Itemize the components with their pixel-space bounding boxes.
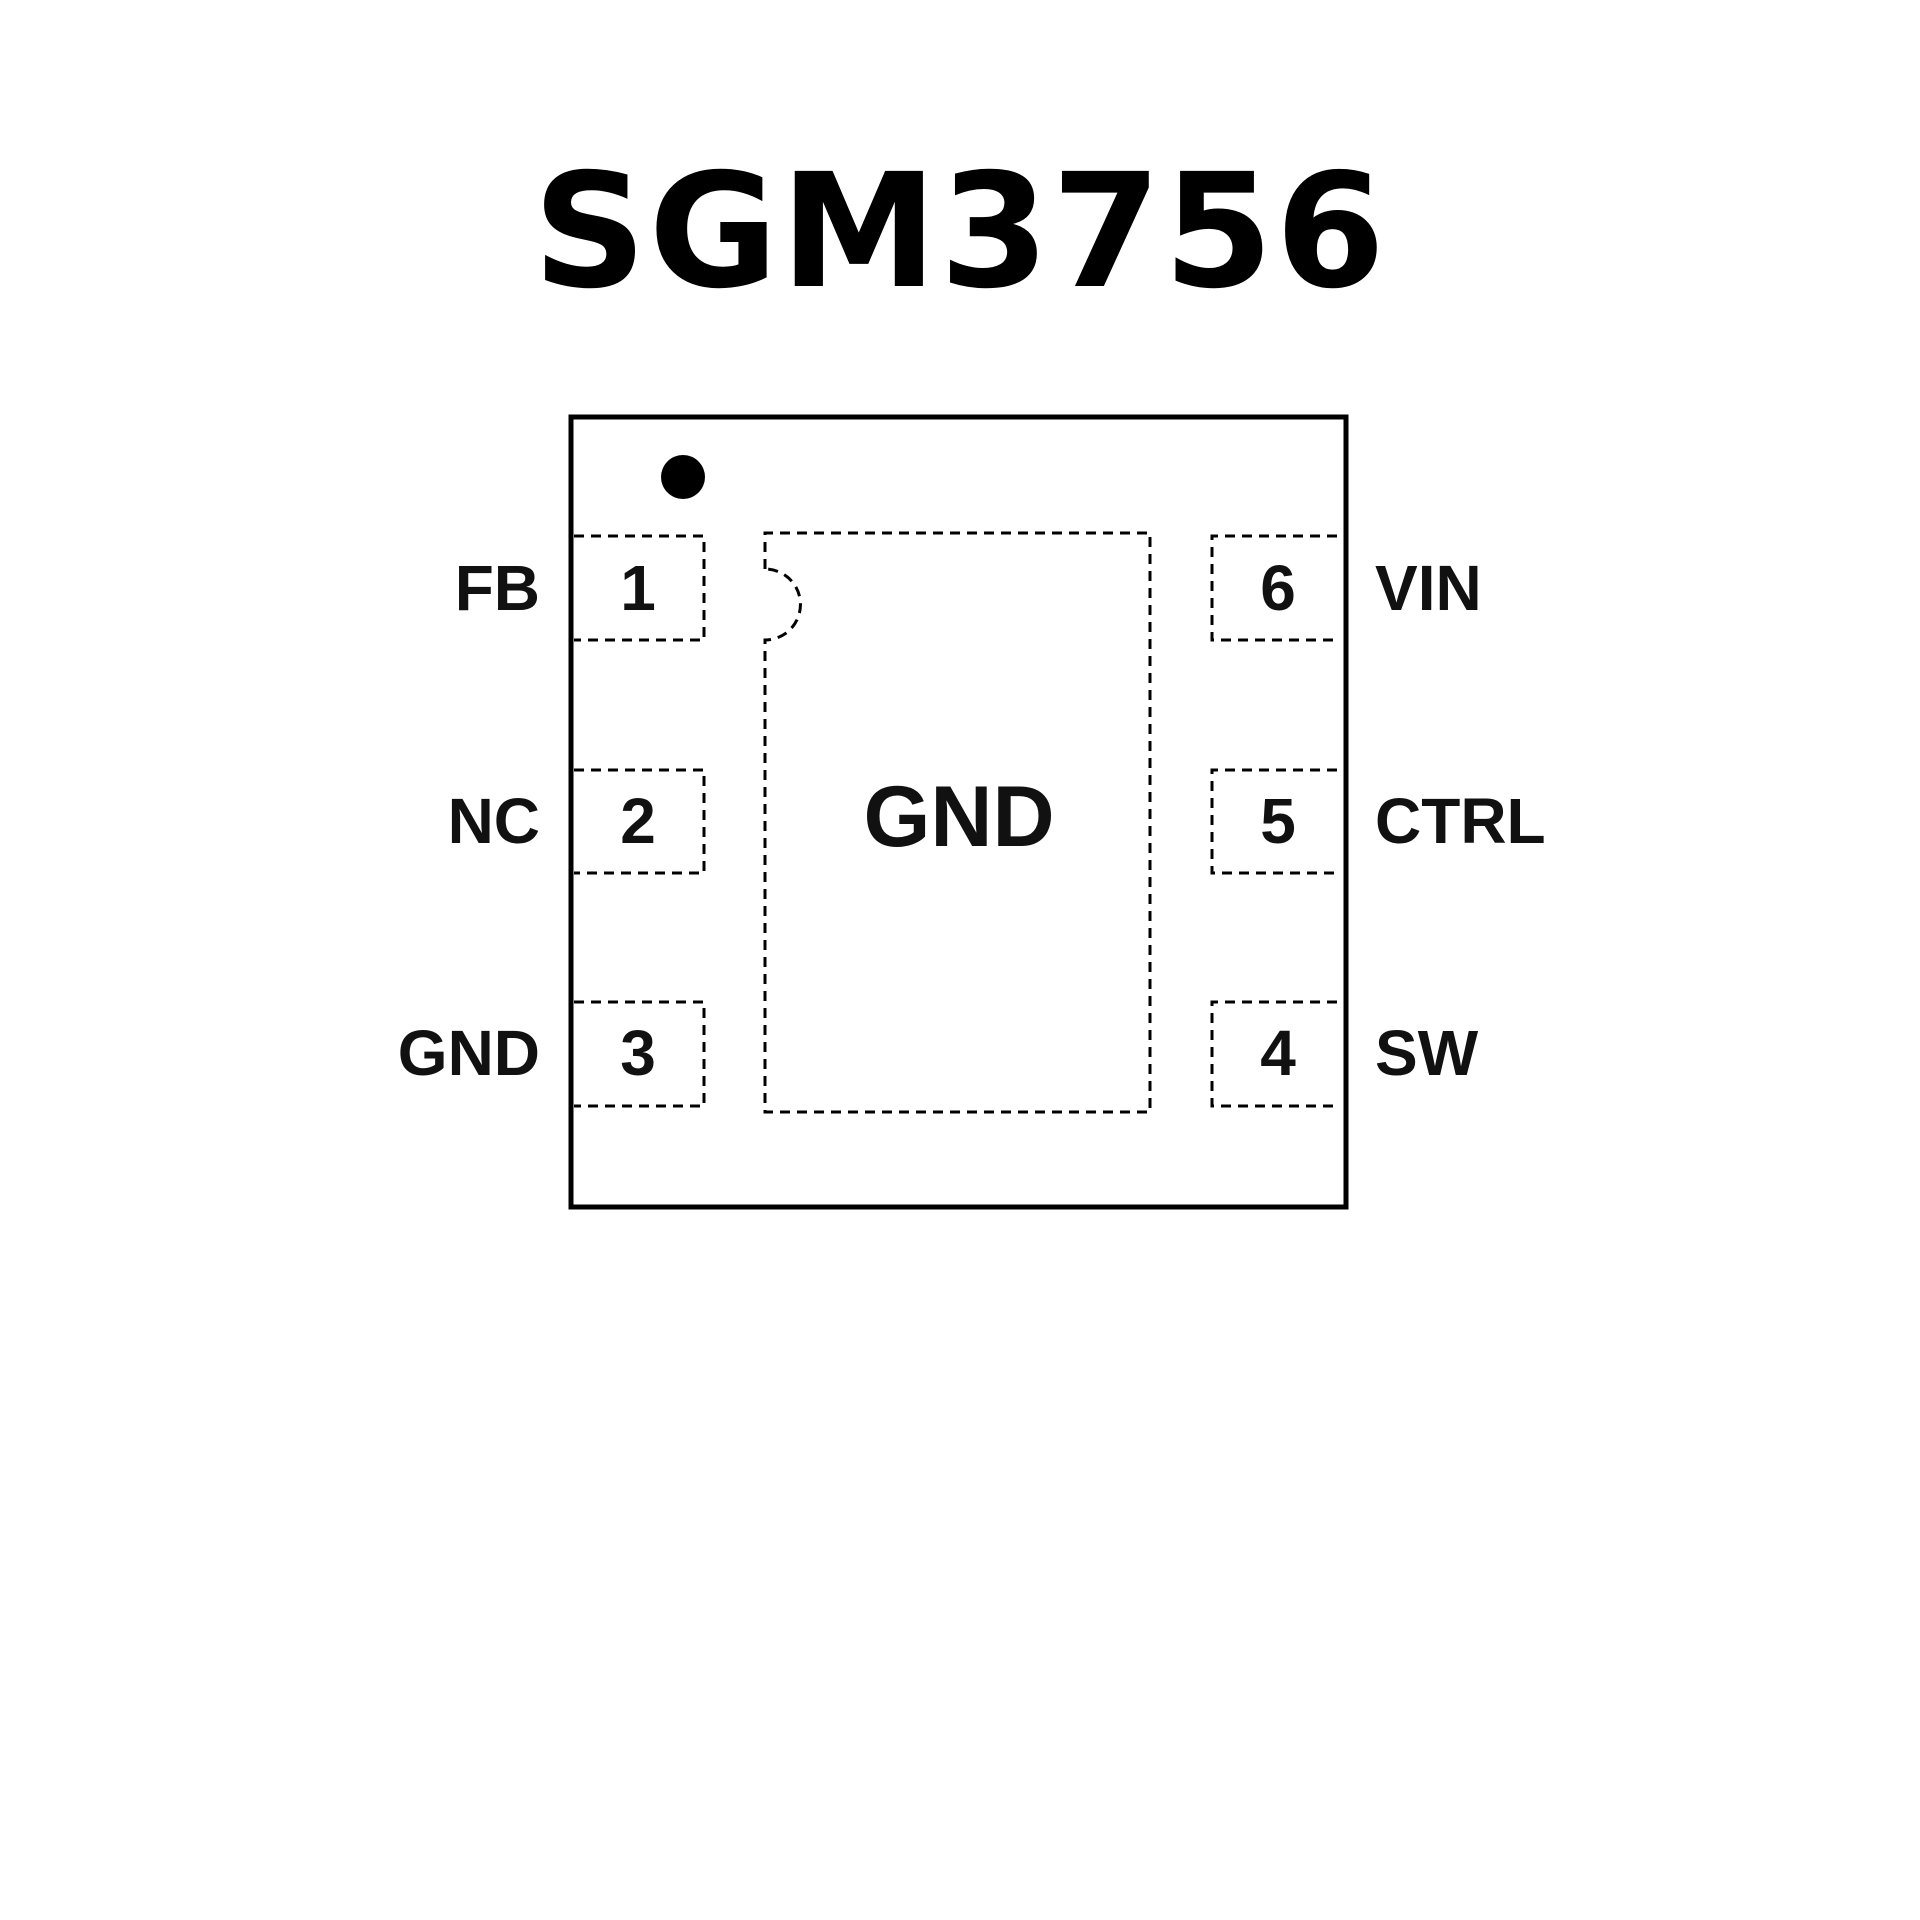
part-title: SGM3756 <box>532 140 1388 324</box>
pin-name-6: VIN <box>1375 552 1482 624</box>
pad-4 <box>1210 1000 1337 1108</box>
pin-number-4: 4 <box>1260 1017 1296 1089</box>
pin-number-3: 3 <box>620 1017 656 1089</box>
pin-name-1: FB <box>455 552 540 624</box>
pin-name-4: SW <box>1375 1017 1479 1089</box>
pin1-marker-dot <box>661 455 705 499</box>
pin-name-5: CTRL <box>1375 785 1546 857</box>
pin-number-1: 1 <box>620 552 656 624</box>
exposed-pad-outline <box>763 531 1152 1114</box>
pad-5 <box>1210 768 1337 875</box>
pad-1 <box>574 534 706 642</box>
pin-name-2: NC <box>448 785 540 857</box>
pad-6 <box>1210 534 1337 642</box>
exposed-pad-label: GND <box>863 769 1054 865</box>
package-outline <box>568 414 1349 1210</box>
pad-3 <box>574 1000 706 1108</box>
pin-number-5: 5 <box>1260 785 1296 857</box>
pin-number-2: 2 <box>620 785 656 857</box>
pin-name-3: GND <box>398 1017 540 1089</box>
pin-number-6: 6 <box>1260 552 1296 624</box>
pad-2 <box>574 768 706 875</box>
